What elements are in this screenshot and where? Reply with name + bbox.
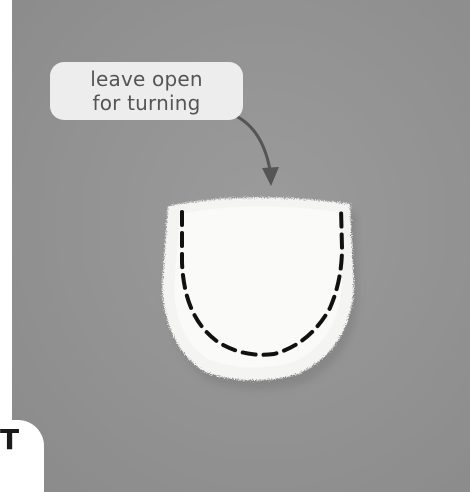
callout-line-1: leave open (90, 67, 203, 91)
callout-line-2: for turning (92, 91, 200, 115)
callout-label: leave open for turning (50, 62, 243, 120)
fabric-texture (174, 206, 342, 367)
curved-arrow-down-icon (216, 110, 279, 186)
step-letter: T (0, 424, 40, 456)
